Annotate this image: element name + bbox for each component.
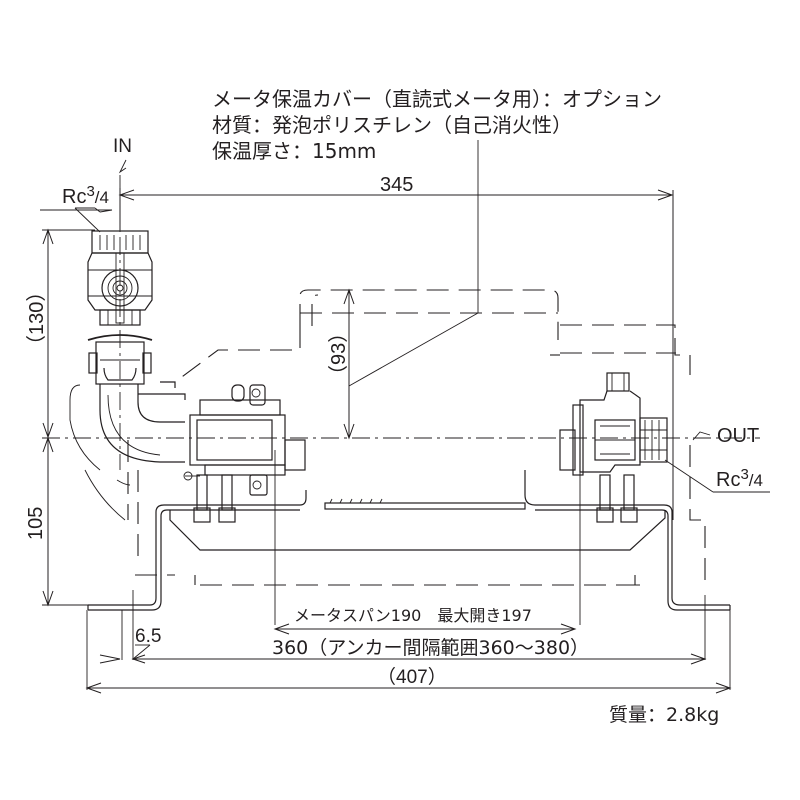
outlet-thread-sup: 3 <box>740 466 748 483</box>
dim-93-text: （93） <box>327 323 350 385</box>
note-leader-line <box>348 140 479 387</box>
svg-text:Rc3/4: Rc3/4 <box>716 466 763 491</box>
dim-345: 345 <box>118 174 674 520</box>
mounting-bracket <box>87 470 731 611</box>
dim-407: （407） <box>85 666 732 694</box>
cover-note: メータ保温カバー（直読式メータ用）：オプション 材質：発泡ポリスチレン（自己消火… <box>212 87 662 163</box>
outlet-thread-prefix: Rc <box>716 469 740 491</box>
outlet-label: OUT <box>717 425 759 447</box>
svg-text:Rc3/4: Rc3/4 <box>62 183 109 208</box>
dim-130: （130） <box>25 228 95 439</box>
insulation-cover-outline <box>127 289 706 590</box>
dim-6-5-text: 6.5 <box>135 626 161 647</box>
inlet-label: IN <box>113 136 132 157</box>
outlet-thread-frac: /4 <box>749 471 763 490</box>
dim-meter-span: メータスパン190 最大開き197 <box>273 606 577 635</box>
inlet-thread-frac: /4 <box>95 188 109 207</box>
outlet-thread-label: Rc3/4 <box>664 459 770 493</box>
inlet-thread-label: Rc3/4 <box>40 183 113 233</box>
outlet-flow-arrow-icon <box>692 431 711 441</box>
dim-105: 105 <box>25 436 150 607</box>
dim-345-text: 345 <box>380 174 413 196</box>
inlet-thread-prefix: Rc <box>62 186 86 208</box>
note-line-2: 材質：発泡ポリスチレン（自己消火性） <box>212 113 572 137</box>
inlet-meter-connector <box>183 384 306 523</box>
dim-meter-span-text: メータスパン190 最大開き197 <box>294 606 532 625</box>
dim-105-text: 105 <box>25 507 47 540</box>
dim-360-text: 360（アンカー間隔範囲360〜380） <box>272 637 589 659</box>
inlet-thread-sup: 3 <box>86 183 94 200</box>
dim-130-text: （130） <box>25 282 48 355</box>
dim-407-text: （407） <box>377 666 447 688</box>
dim-6-5: 6.5 <box>99 626 161 664</box>
note-line-3: 保温厚さ：15mm <box>212 139 376 163</box>
outlet-valve <box>559 372 668 523</box>
dim-360: 360（アンカー間隔範囲360〜380） <box>133 637 707 665</box>
inlet-valve <box>69 230 186 521</box>
dim-93: （93） <box>327 288 355 440</box>
weight-label: 質量：2.8kg <box>609 704 719 726</box>
note-line-1: メータ保温カバー（直読式メータ用）：オプション <box>212 87 662 111</box>
inlet-flow-arrow-icon <box>118 159 127 174</box>
